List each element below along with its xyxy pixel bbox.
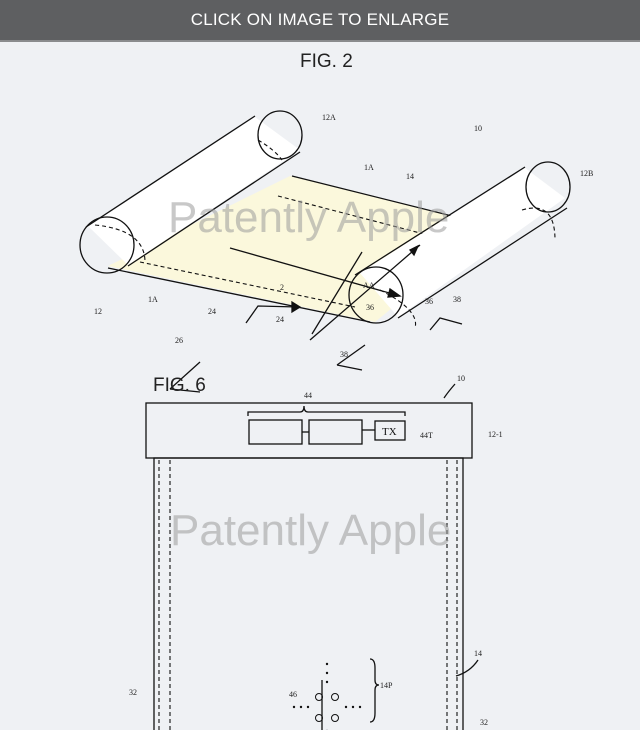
label-1a-top: 1A (364, 163, 374, 172)
right-roller (348, 161, 571, 329)
label-44t: 44T (420, 431, 433, 440)
label-44: 44 (304, 391, 312, 400)
fig-6-title: FIG. 6 (153, 375, 206, 396)
label-10: 10 (474, 124, 482, 133)
circuit-block-1 (248, 419, 303, 445)
label-38a: 38 (453, 295, 461, 304)
label-10-fig6: 10 (457, 374, 465, 383)
fig-2: FIG. 2 (79, 51, 593, 393)
label-32-right: 32 (480, 718, 488, 727)
label-24a: 24 (276, 315, 284, 324)
label-26: 26 (175, 336, 183, 345)
left-roller (79, 110, 303, 274)
roller-housing (145, 402, 473, 459)
circuit-block-2 (308, 419, 363, 445)
display-panel (153, 457, 464, 730)
label-38b: 38 (340, 350, 348, 359)
label-14p: 14P (380, 681, 393, 690)
enlarge-image-banner[interactable]: CLICK ON IMAGE TO ENLARGE (0, 0, 640, 42)
label-14: 14 (406, 172, 414, 181)
label-46: 46 (289, 690, 297, 699)
watermark-fig6: Patently Apple (170, 506, 451, 555)
label-12b: 12B (580, 169, 593, 178)
fig-6: FIG. 6 TX 44 44T 12-1 10 14P 46 14 32 (129, 374, 503, 730)
label-2: 2 (280, 283, 284, 292)
pixel-array (315, 693, 339, 722)
tx-block (374, 420, 406, 441)
banner-label: CLICK ON IMAGE TO ENLARGE (190, 10, 450, 29)
watermark: Patently Apple (168, 193, 449, 242)
label-12-1: 12-1 (488, 430, 503, 439)
label-12: 12 (94, 307, 102, 316)
tx-label: TX (382, 426, 397, 438)
label-24b: 24 (208, 307, 216, 316)
label-36a: 36 (425, 297, 433, 306)
label-14-fig6: 14 (474, 649, 482, 658)
direction-arrows (169, 244, 463, 393)
label-1a-bottom: 1A (148, 295, 158, 304)
label-36b: 36 (366, 303, 374, 312)
label-32-left: 32 (129, 688, 137, 697)
label-12a: 12A (322, 113, 336, 122)
ellipsis-dots (292, 662, 362, 730)
label-aa: AA (363, 281, 375, 290)
fig-2-title: FIG. 2 (300, 51, 353, 72)
